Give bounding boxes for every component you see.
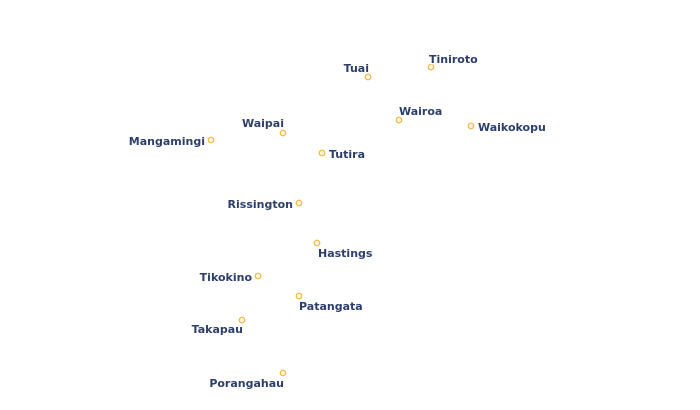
place-marker-icon <box>238 316 246 324</box>
place-marker-icon <box>395 116 403 124</box>
place-marker-icon <box>427 63 435 71</box>
place-marker-icon <box>364 73 372 81</box>
place-label: Wairoa <box>399 105 442 118</box>
place-marker-icon <box>279 129 287 137</box>
place-label: Takapau <box>192 323 243 336</box>
place-marker-icon <box>254 272 262 280</box>
place-tikokino[interactable]: Tikokino <box>198 270 262 286</box>
place-label: Rissington <box>228 198 293 211</box>
place-label: Patangata <box>299 300 363 313</box>
place-marker-icon <box>279 369 287 377</box>
place-label: Waipai <box>242 117 284 130</box>
place-label: Tuai <box>344 62 369 75</box>
place-label: Hastings <box>318 247 373 260</box>
place-tuai[interactable]: Tuai <box>342 61 372 81</box>
place-wairoa[interactable]: Wairoa <box>395 104 444 124</box>
place-tutira[interactable]: Tutira <box>318 147 367 163</box>
place-label: Mangamingi <box>129 135 205 148</box>
place-hastings[interactable]: Hastings <box>313 239 374 262</box>
place-label: Waikokopu <box>478 121 546 134</box>
place-rissington[interactable]: Rissington <box>226 197 303 213</box>
place-takapau[interactable]: Takapau <box>190 316 246 338</box>
place-waipai[interactable]: Waipai <box>240 116 287 137</box>
place-label: Porangahau <box>209 377 284 390</box>
place-marker-icon <box>313 239 321 247</box>
place-marker-icon <box>295 199 303 207</box>
place-marker-icon <box>207 136 215 144</box>
place-mangamingi[interactable]: Mangamingi <box>127 134 215 150</box>
place-label: Tiniroto <box>429 53 478 66</box>
place-label: Tikokino <box>200 271 253 284</box>
place-tiniroto[interactable]: Tiniroto <box>427 52 480 71</box>
place-label: Tutira <box>329 148 365 161</box>
place-marker-icon <box>318 149 326 157</box>
place-waikokopu[interactable]: Waikokopu <box>467 120 547 136</box>
place-marker-icon <box>295 292 303 300</box>
place-patangata[interactable]: Patangata <box>295 292 364 315</box>
place-porangahau[interactable]: Porangahau <box>208 369 287 392</box>
place-marker-icon <box>467 122 475 130</box>
